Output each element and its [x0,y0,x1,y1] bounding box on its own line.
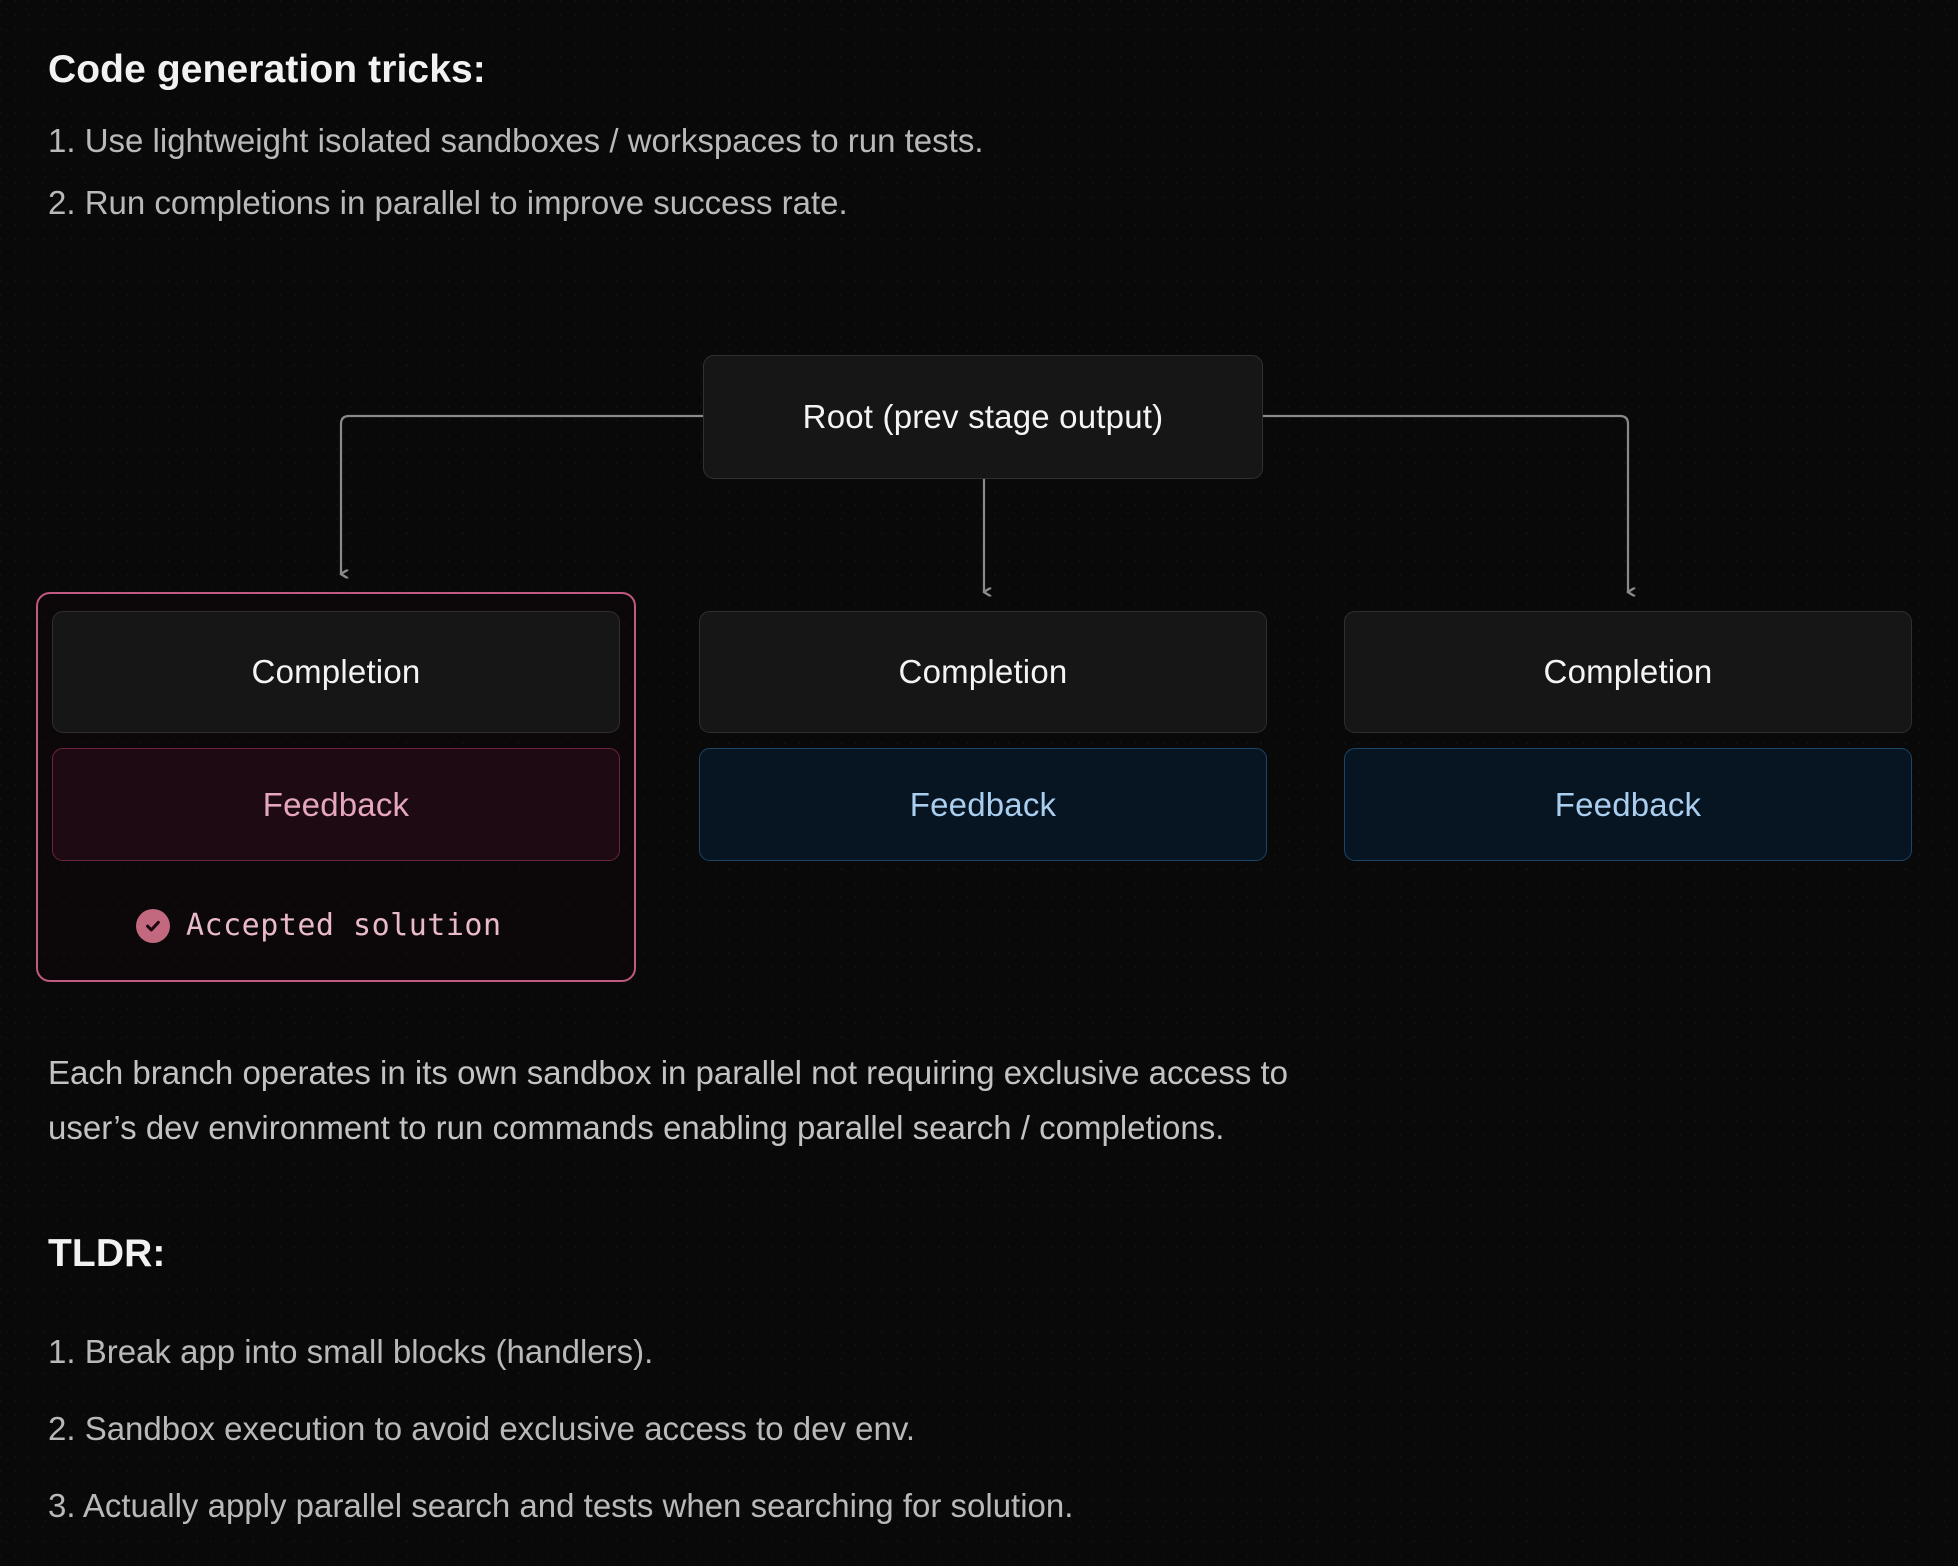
node-feedback-3[interactable]: Feedback [1344,748,1912,861]
tldr-item-2: 2. Sandbox execution to avoid exclusive … [48,1410,916,1447]
tricks-item-1: 1. Use lightweight isolated sandboxes / … [48,122,984,159]
accepted-solution-label: Accepted solution [186,908,502,943]
node-feedback-2[interactable]: Feedback [699,748,1267,861]
node-completion-2-label: Completion [898,653,1068,690]
node-completion-1[interactable]: Completion [52,611,620,733]
node-completion-1-label: Completion [251,653,421,690]
tldr-item-1: 1. Break app into small blocks (handlers… [48,1333,654,1370]
tricks-item-2: 2. Run completions in parallel to improv… [48,184,848,221]
node-completion-3-label: Completion [1543,653,1713,690]
check-circle-icon [136,908,170,943]
connector-root-to-branch-3 [1263,414,1628,592]
connector-root-to-branch-1 [341,414,703,574]
tldr-item-3: 3. Actually apply parallel search and te… [48,1487,1074,1524]
node-completion-2[interactable]: Completion [699,611,1267,733]
accepted-solution-status: Accepted solution [136,908,502,943]
node-feedback-3-label: Feedback [1554,785,1702,823]
node-feedback-1-label: Feedback [262,785,410,823]
caption-line-2: user’s dev environment to run commands e… [48,1109,1225,1146]
node-root[interactable]: Root (prev stage output) [703,355,1263,479]
node-feedback-2-label: Feedback [909,785,1057,823]
section-heading-tricks: Code generation tricks: [48,48,486,91]
node-root-label: Root (prev stage output) [802,398,1164,435]
node-feedback-1[interactable]: Feedback [52,748,620,861]
section-heading-tldr: TLDR: [48,1232,166,1275]
caption-line-1: Each branch operates in its own sandbox … [48,1054,1289,1091]
node-completion-3[interactable]: Completion [1344,611,1912,733]
